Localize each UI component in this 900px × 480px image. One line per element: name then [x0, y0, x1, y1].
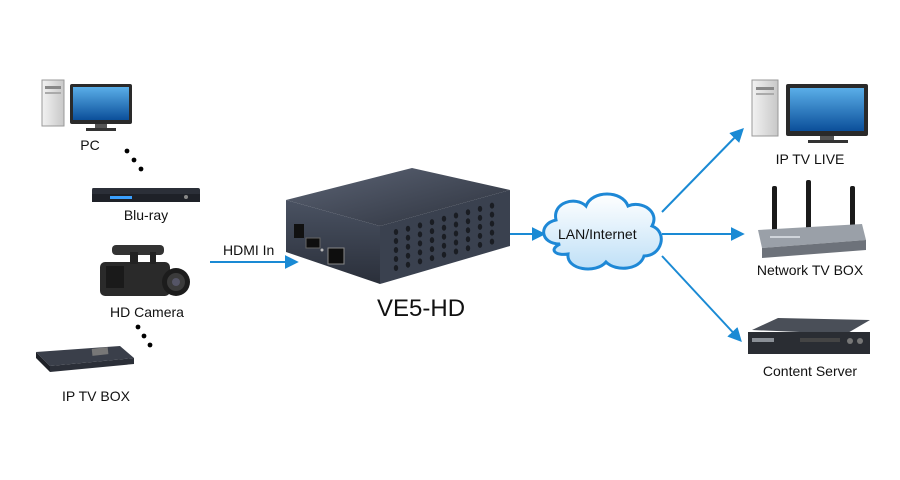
vent-hole	[393, 256, 399, 262]
dot	[141, 333, 147, 339]
pc-icon	[41, 79, 132, 131]
dot	[147, 342, 153, 348]
vent-hole	[489, 220, 495, 227]
vent-hole	[453, 248, 459, 255]
dot	[131, 157, 137, 163]
vent-hole	[417, 258, 423, 265]
vent-hole	[429, 228, 435, 235]
vent-hole	[489, 238, 495, 245]
vent-hole	[405, 243, 411, 250]
vent-hole	[465, 227, 471, 234]
hdmi-in-label: HDMI In	[223, 242, 275, 258]
lan-to-iptvlive-arrow	[661, 127, 744, 213]
vent-hole	[477, 241, 483, 248]
vent-hole	[477, 232, 483, 239]
vent-hole	[465, 218, 471, 225]
vent-hole	[489, 211, 495, 218]
vent-hole	[405, 234, 411, 241]
vent-hole	[453, 221, 459, 228]
vent-hole	[405, 252, 411, 259]
lan-to-server-arrow	[661, 255, 742, 343]
content-server-label: Content Server	[762, 363, 858, 379]
vent-hole	[393, 247, 399, 253]
vent-holes	[393, 202, 495, 271]
vent-hole	[405, 261, 411, 268]
vent-hole	[393, 238, 399, 244]
bluray-icon	[92, 188, 200, 202]
dot	[135, 324, 141, 330]
vent-hole	[429, 246, 435, 253]
vent-hole	[393, 229, 399, 235]
lan-internet-label: LAN/Internet	[558, 226, 637, 242]
vent-hole	[441, 224, 447, 231]
device-title: VE5-HD	[377, 295, 466, 322]
pc-label: PC	[80, 137, 100, 153]
dot	[138, 166, 144, 172]
vent-hole	[429, 237, 435, 244]
vent-hole	[465, 209, 471, 216]
lan-cloud-shape	[542, 192, 663, 271]
vent-hole	[477, 205, 483, 212]
hd-camera-label: HD Camera	[110, 304, 184, 320]
router-icon	[758, 180, 866, 258]
vent-hole	[441, 251, 447, 258]
dot	[124, 148, 130, 154]
content-server-icon	[748, 318, 870, 354]
iptv-box-label: IP TV BOX	[62, 388, 130, 404]
vent-hole	[453, 230, 459, 237]
vent-hole	[441, 233, 447, 240]
vent-hole	[417, 240, 423, 247]
vent-hole	[489, 202, 495, 209]
vent-hole	[429, 219, 435, 226]
bluray-label: Blu-ray	[123, 207, 169, 223]
iptv-box-icon	[36, 346, 134, 372]
iptv-live-pc-icon	[751, 79, 868, 143]
vent-hole	[417, 249, 423, 256]
ve5-hd-device	[286, 168, 510, 284]
camera-icon	[100, 245, 190, 296]
vent-hole	[405, 225, 411, 232]
network-tv-box-label: Network TV BOX	[756, 262, 864, 278]
vent-hole	[465, 236, 471, 243]
vent-hole	[453, 239, 459, 246]
vent-hole	[441, 242, 447, 249]
vent-hole	[453, 212, 459, 219]
vent-hole	[429, 255, 435, 262]
vent-hole	[489, 229, 495, 236]
vent-hole	[417, 222, 423, 229]
vent-hole	[441, 215, 447, 222]
vent-hole	[477, 214, 483, 221]
vent-hole	[477, 223, 483, 230]
vent-hole	[417, 231, 423, 238]
vent-hole	[393, 265, 399, 271]
vent-hole	[465, 245, 471, 252]
iptv-live-label: IP TV LIVE	[775, 151, 845, 167]
